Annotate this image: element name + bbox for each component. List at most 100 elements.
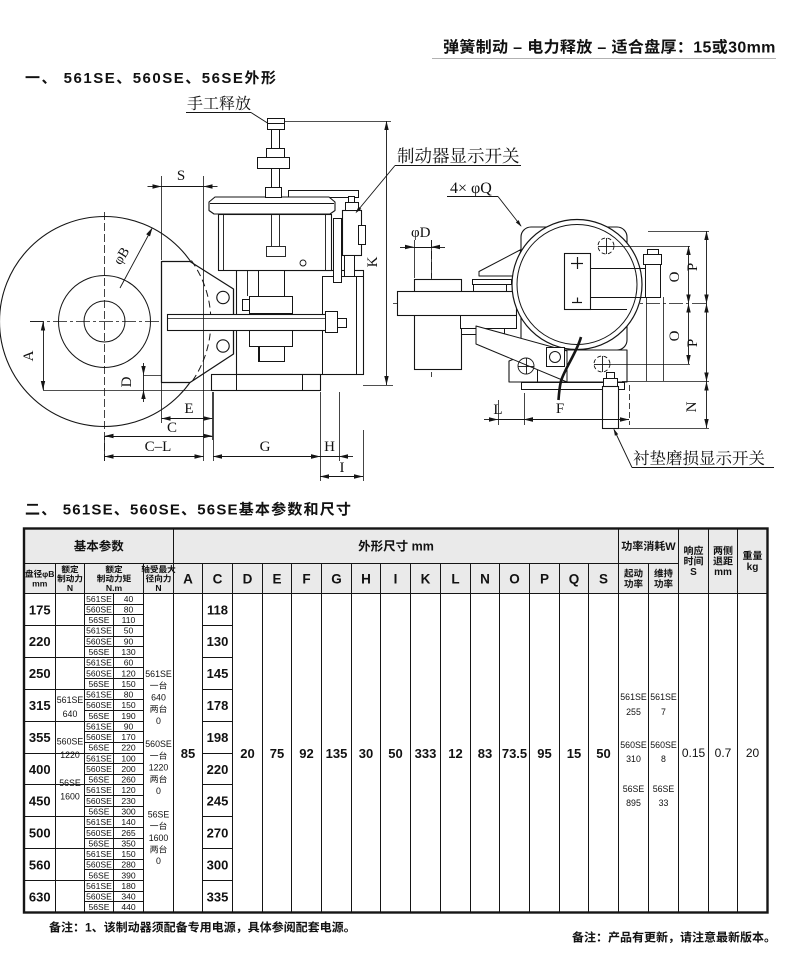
svg-text:560SE: 560SE — [86, 732, 112, 742]
svg-text:560: 560 — [29, 857, 51, 872]
svg-text:S: S — [177, 168, 185, 184]
svg-text:355: 355 — [29, 730, 51, 745]
svg-text:Q: Q — [569, 572, 580, 587]
svg-text:C–L: C–L — [145, 439, 172, 455]
svg-text:561SE: 561SE — [145, 669, 172, 679]
svg-text:56SE: 56SE — [88, 615, 109, 625]
svg-text:561SE: 561SE — [58, 70, 116, 87]
svg-text:560SE: 560SE — [86, 860, 112, 870]
svg-text:56SE: 56SE — [202, 70, 245, 87]
svg-text:560SE: 560SE — [86, 636, 112, 646]
svg-text:N: N — [480, 572, 490, 587]
svg-text:640: 640 — [151, 692, 166, 702]
svg-text:56SE: 56SE — [59, 778, 81, 788]
svg-text:L: L — [493, 402, 502, 418]
svg-text:560SE: 560SE — [650, 740, 677, 750]
svg-text:N.m: N.m — [106, 583, 123, 593]
svg-text:30mm: 30mm — [728, 40, 776, 57]
svg-text:560SE: 560SE — [86, 700, 112, 710]
svg-text:1220: 1220 — [149, 763, 169, 773]
svg-text:φB: φB — [42, 569, 54, 579]
svg-text:100: 100 — [121, 753, 136, 763]
svg-text:95: 95 — [537, 746, 551, 761]
svg-text:561SE: 561SE — [57, 502, 113, 519]
svg-text:333: 333 — [415, 746, 437, 761]
svg-text:1600: 1600 — [60, 792, 80, 802]
svg-text:245: 245 — [207, 794, 229, 809]
svg-text:140: 140 — [121, 817, 136, 827]
svg-text:83: 83 — [478, 746, 492, 761]
svg-text:56SE: 56SE — [88, 870, 109, 880]
svg-text:S: S — [599, 572, 608, 587]
svg-text:350: 350 — [121, 838, 136, 848]
svg-text:560SE: 560SE — [86, 604, 112, 614]
svg-text:561SE: 561SE — [86, 690, 112, 700]
svg-text:150: 150 — [121, 679, 136, 689]
svg-text:440: 440 — [121, 902, 136, 912]
svg-text:F: F — [556, 401, 564, 417]
svg-text:75: 75 — [270, 746, 284, 761]
svg-text:K: K — [421, 572, 431, 587]
svg-text:390: 390 — [121, 870, 136, 880]
svg-text:mm: mm — [714, 567, 732, 578]
svg-text:56SE: 56SE — [653, 784, 675, 794]
svg-text:561SE: 561SE — [57, 695, 84, 705]
svg-text:56SE: 56SE — [88, 647, 109, 657]
svg-text:135: 135 — [326, 746, 348, 761]
svg-text:120: 120 — [121, 785, 136, 795]
svg-text:73.5: 73.5 — [502, 746, 527, 761]
svg-text:90: 90 — [124, 636, 134, 646]
svg-text:4× φQ: 4× φQ — [450, 180, 492, 197]
svg-text:E: E — [272, 572, 281, 587]
svg-text:50: 50 — [388, 746, 402, 761]
svg-text:500: 500 — [29, 826, 51, 841]
svg-text:561SE: 561SE — [86, 594, 112, 604]
svg-text:G: G — [260, 439, 271, 455]
svg-text:220: 220 — [29, 634, 51, 649]
svg-text:D: D — [243, 572, 253, 587]
svg-text:130: 130 — [121, 647, 136, 657]
svg-text:I: I — [340, 460, 345, 476]
svg-text:560SE: 560SE — [145, 739, 172, 749]
svg-text:640: 640 — [63, 709, 78, 719]
svg-text:50: 50 — [596, 746, 610, 761]
svg-text:C: C — [213, 572, 223, 587]
svg-text:110: 110 — [122, 615, 136, 625]
svg-text:265: 265 — [121, 828, 136, 838]
svg-text:180: 180 — [121, 881, 136, 891]
svg-text:W: W — [665, 541, 676, 553]
svg-text:S: S — [690, 567, 697, 578]
svg-text:56SE: 56SE — [88, 902, 109, 912]
svg-text:175: 175 — [29, 602, 51, 617]
svg-text:0: 0 — [156, 716, 161, 726]
svg-text:130: 130 — [207, 634, 229, 649]
svg-text:178: 178 — [207, 698, 229, 713]
svg-text:L: L — [451, 572, 459, 587]
svg-text:1: 1 — [85, 921, 92, 935]
svg-text:56SE: 56SE — [148, 809, 170, 819]
svg-text:92: 92 — [299, 746, 313, 761]
svg-text:56SE: 56SE — [88, 775, 109, 785]
svg-text:561SE: 561SE — [86, 817, 112, 827]
svg-text:255: 255 — [626, 707, 641, 717]
svg-text:1600: 1600 — [149, 833, 169, 843]
svg-text:56SE: 56SE — [88, 679, 109, 689]
svg-text:150: 150 — [121, 700, 136, 710]
svg-text:450: 450 — [29, 794, 51, 809]
svg-text:250: 250 — [29, 666, 51, 681]
svg-text:220: 220 — [121, 743, 136, 753]
svg-text:P: P — [685, 339, 701, 347]
svg-text:56SE: 56SE — [88, 838, 109, 848]
svg-text:340: 340 — [121, 892, 136, 902]
svg-text:560SE: 560SE — [86, 668, 112, 678]
svg-text:560SE: 560SE — [57, 736, 84, 746]
svg-text:561SE: 561SE — [86, 658, 112, 668]
svg-text:7: 7 — [661, 707, 666, 717]
svg-text:N: N — [684, 401, 700, 412]
svg-text:E: E — [184, 401, 193, 417]
svg-text:D: D — [119, 376, 135, 387]
svg-text:561SE: 561SE — [86, 881, 112, 891]
svg-text:310: 310 — [626, 754, 641, 764]
svg-text:G: G — [331, 572, 342, 587]
svg-text:P: P — [685, 263, 701, 271]
